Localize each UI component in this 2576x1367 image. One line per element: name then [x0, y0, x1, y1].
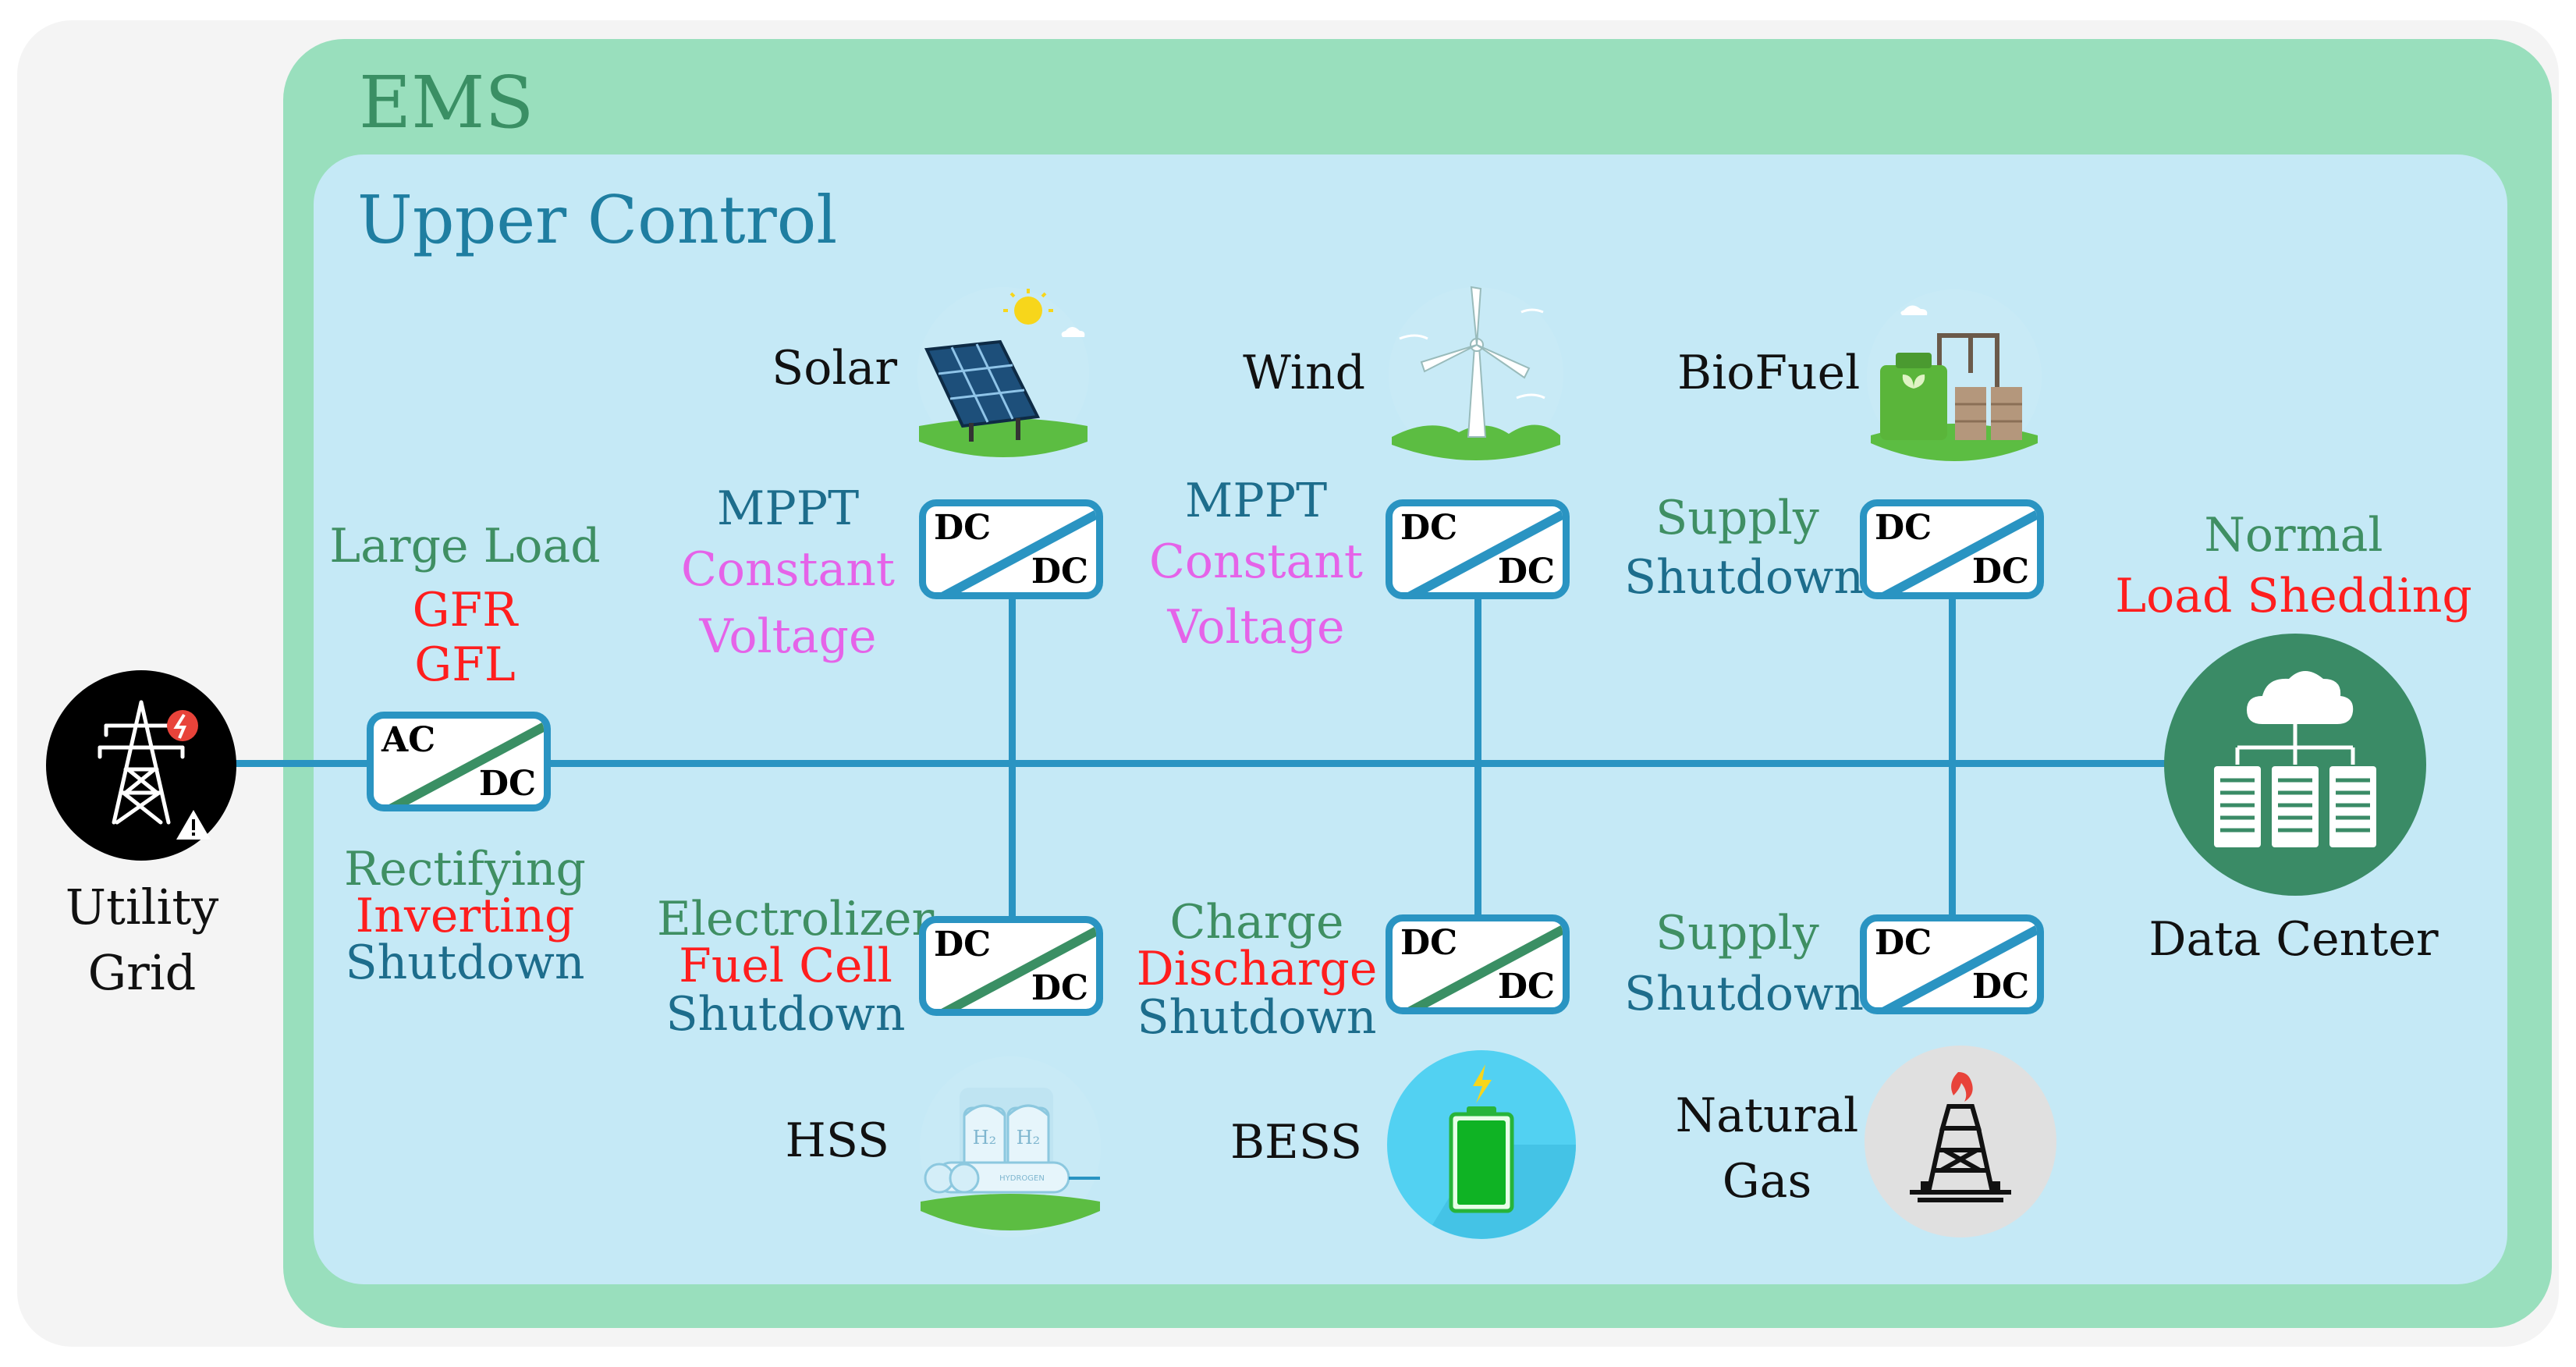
hydrogen-tank-text: HYDROGEN	[999, 1174, 1045, 1183]
natural-gas-label-1: Natural	[1675, 1088, 1859, 1143]
converter-input-label: DC	[934, 925, 992, 964]
bess-mode-shutdown: Shutdown	[1137, 990, 1377, 1045]
biofuel-mode-shutdown: Shutdown	[1624, 550, 1865, 605]
battery-icon	[1386, 1049, 1577, 1241]
wind-mode-voltage: Voltage	[1167, 600, 1345, 655]
ems-title: EMS	[359, 61, 534, 144]
solar-panel-icon	[910, 286, 1097, 462]
upper-control-title: Upper Control	[357, 182, 838, 258]
grid-mode-gfl: GFL	[414, 637, 516, 692]
converter-output-label: DC	[1497, 967, 1555, 1007]
tank-1-label: H₂	[973, 1127, 997, 1149]
converter-output-label: DC	[1971, 967, 2029, 1007]
hss-mode-electrolizer: Electrolizer	[657, 892, 935, 946]
grid-mode-gfr: GFR	[412, 583, 518, 637]
bess-label: BESS	[1229, 1115, 1362, 1170]
biofuel-dc-dc-converter: DC DC	[1860, 499, 2044, 599]
biofuel-gas-riser	[1949, 593, 1956, 928]
converter-output-label: DC	[1497, 552, 1555, 591]
hydrogen-tank-icon: H₂ H₂ HYDROGEN	[913, 1053, 1108, 1242]
solar-mode-constant: Constant	[680, 542, 896, 597]
data-center-label: Data Center	[2148, 912, 2439, 967]
converter-input-label: AC	[381, 720, 436, 760]
gas-mode-shutdown: Shutdown	[1624, 967, 1865, 1021]
grid-mode-shutdown: Shutdown	[345, 936, 585, 990]
bess-mode-charge: Charge	[1169, 895, 1344, 950]
solar-hss-riser	[1009, 593, 1016, 928]
converter-input-label: DC	[934, 508, 992, 548]
ac-dc-converter: AC DC	[367, 712, 551, 811]
tank-2-label: H₂	[1017, 1127, 1041, 1149]
wind-bess-riser	[1474, 593, 1481, 928]
converter-input-label: DC	[1875, 923, 1932, 963]
solar-label: Solar	[772, 341, 897, 396]
hss-mode-shutdown: Shutdown	[665, 987, 906, 1042]
wind-turbine-icon	[1384, 284, 1568, 463]
biofuel-mode-supply: Supply	[1655, 491, 1819, 545]
bess-mode-discharge: Discharge	[1136, 942, 1378, 996]
wind-mode-mppt: MPPT	[1184, 474, 1328, 528]
solar-dc-dc-converter: DC DC	[919, 499, 1103, 599]
gas-dc-dc-converter: DC DC	[1860, 914, 2044, 1014]
grid-mode-rectifying: Rectifying	[344, 842, 586, 897]
load-mode-normal: Normal	[2204, 508, 2383, 563]
main-bus-line	[234, 760, 2169, 767]
solar-mode-mppt: MPPT	[716, 481, 860, 536]
utility-grid-label-2: Grid	[87, 944, 197, 1001]
gas-rig-icon	[1863, 1044, 2058, 1239]
wind-label: Wind	[1243, 346, 1365, 400]
data-center-icon	[2163, 632, 2428, 897]
solar-mode-voltage: Voltage	[699, 609, 877, 664]
wind-mode-constant: Constant	[1148, 534, 1364, 589]
hss-mode-fuel-cell: Fuel Cell	[679, 939, 892, 993]
load-mode-load-shedding: Load Shedding	[2115, 569, 2472, 623]
utility-grid-label-1: Utility	[65, 879, 219, 936]
wind-dc-dc-converter: DC DC	[1386, 499, 1570, 599]
hss-dc-dc-converter: DC DC	[919, 916, 1103, 1016]
biofuel-label: BioFuel	[1677, 346, 1861, 400]
grid-mode-large-load: Large Load	[329, 519, 601, 573]
converter-input-label: DC	[1400, 508, 1458, 548]
converter-output-label: DC	[478, 764, 536, 804]
biofuel-plant-icon	[1865, 287, 2044, 467]
bess-dc-dc-converter: DC DC	[1386, 914, 1570, 1014]
power-tower-icon	[45, 669, 237, 861]
converter-input-label: DC	[1875, 508, 1932, 548]
converter-output-label: DC	[1031, 968, 1088, 1008]
grid-mode-inverting: Inverting	[355, 889, 575, 943]
gas-mode-supply: Supply	[1655, 906, 1819, 960]
natural-gas-label-2: Gas	[1722, 1154, 1812, 1209]
converter-output-label: DC	[1971, 552, 2029, 591]
converter-input-label: DC	[1400, 923, 1458, 963]
converter-output-label: DC	[1031, 552, 1088, 591]
hss-label: HSS	[785, 1113, 889, 1168]
